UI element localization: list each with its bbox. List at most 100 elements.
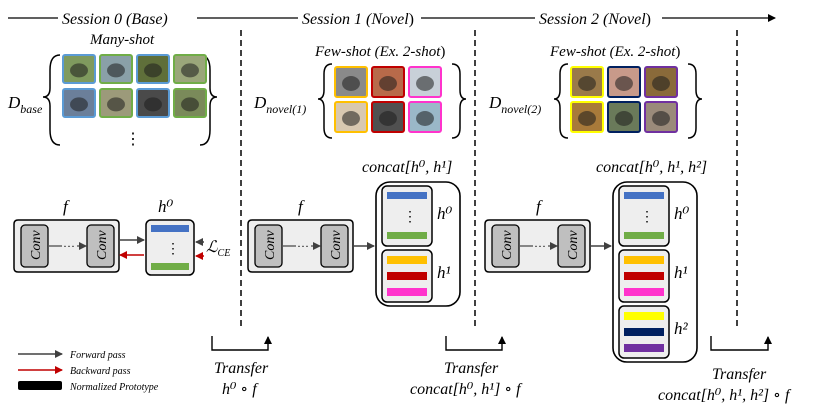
conv-dots-1: ··· [297, 239, 309, 253]
f-label-2: f [536, 197, 543, 216]
h1-label-2: h¹ [674, 263, 688, 282]
h0-label-2: h⁰ [674, 204, 690, 223]
prototype-bar-yellow [624, 312, 664, 320]
conv-box-0b [86, 224, 115, 268]
animal-silhouette [615, 76, 633, 91]
novel1-dataset: Few-shot (Ex. 2-shot) Dnovel(1) [253, 44, 467, 139]
animal-silhouette [70, 97, 88, 112]
session0-network: f Conv Conv ··· h⁰ ⋮ ℒCE [13, 197, 230, 276]
prototype-bar-pink [387, 288, 427, 296]
conv-box-2b [557, 224, 586, 268]
base-ellipsis: ⋮ [125, 131, 141, 148]
novel2-dataset: Few-shot (Ex. 2-shot) Dnovel(2) [488, 44, 703, 139]
animal-silhouette [107, 97, 125, 112]
transfer-label-1: Transfer [214, 360, 269, 377]
classifier-h0-block-2 [618, 185, 670, 247]
transfer-1: Transfer h⁰ ∘ f [211, 336, 272, 398]
f-label-0: f [63, 197, 70, 216]
novel1-brace-right [451, 63, 467, 139]
many-shot-title: Many-shot [89, 32, 155, 48]
conv-label-1a: Conv [263, 230, 278, 260]
novel1-image-grid [334, 66, 442, 133]
conv-label-0a: Conv [29, 230, 44, 260]
prototype-bar-green [624, 232, 664, 239]
novel2-set-label: Dnovel(2) [488, 93, 541, 116]
conv-box-2a [491, 224, 520, 268]
prototype-bar-red [387, 272, 427, 280]
novel2-image-grid [570, 66, 678, 133]
prototype-bar-pink [624, 288, 664, 296]
conv-box-1a [254, 224, 283, 268]
conv-dots-2: ··· [534, 239, 546, 253]
classifier-block-0 [145, 219, 195, 276]
classifier-h0-block-1 [381, 185, 433, 247]
prototype-bar-blue [624, 192, 664, 199]
animal-silhouette [181, 63, 199, 78]
concat-bracket-1 [375, 181, 461, 307]
session1-network: f Conv Conv ··· concat[h⁰, h¹] ⋮ h⁰ h¹ [247, 159, 461, 307]
conv-dots-0: ··· [63, 239, 75, 253]
prototype-bar-blue [387, 192, 427, 199]
base-dataset: Many-shot Dbase ⋮ [7, 32, 218, 148]
conv-box-1b [320, 224, 349, 268]
h0-label-1: h⁰ [437, 204, 453, 223]
concat-label-1: concat[h⁰, h¹] [362, 159, 452, 176]
h0-label-0: h⁰ [158, 197, 174, 216]
animal-silhouette [342, 111, 360, 126]
conv-label-2b: Conv [566, 230, 581, 260]
legend-forward-label: Forward pass [69, 350, 126, 361]
animal-silhouette [379, 111, 397, 126]
prototype-vdots-1: ⋮ [403, 210, 417, 225]
transfer-expr-2: concat[h⁰, h¹] ∘ f [410, 381, 523, 398]
legend-prototype-swatch [18, 381, 62, 390]
animal-silhouette [342, 76, 360, 91]
concat-label-2: concat[h⁰, h¹, h²] [596, 159, 707, 176]
animal-silhouette [144, 63, 162, 78]
base-image-grid [62, 54, 207, 118]
few-shot-title-1: Few-shot (Ex. 2-shot) [314, 44, 445, 60]
base-brace-left [42, 54, 61, 146]
prototype-bar-purple [624, 344, 664, 352]
novel1-set-label: Dnovel(1) [253, 93, 306, 116]
novel1-brace-left [317, 63, 333, 139]
animal-silhouette [615, 111, 633, 126]
prototype-vdots-2: ⋮ [640, 210, 654, 225]
animal-silhouette [578, 111, 596, 126]
animal-silhouette [652, 76, 670, 91]
prototype-bar-red [624, 272, 664, 280]
legend-prototype-label: Normalized Prototype [69, 382, 159, 393]
novel2-brace-right [687, 63, 703, 139]
base-brace-right [199, 54, 218, 146]
transfer-expr-3: concat[h⁰, h¹, h²] ∘ f [658, 387, 792, 404]
few-shot-title-2: Few-shot (Ex. 2-shot) [549, 44, 680, 60]
animal-silhouette [416, 76, 434, 91]
transfer-expr-1: h⁰ ∘ f [222, 381, 259, 398]
transfer-label-2: Transfer [444, 360, 499, 377]
animal-silhouette [70, 63, 88, 78]
animal-silhouette [379, 76, 397, 91]
conv-label-0b: Conv [95, 230, 110, 260]
prototype-vdots-0: ⋮ [166, 242, 180, 257]
animal-silhouette [181, 97, 199, 112]
prototype-bar-green [387, 232, 427, 239]
prototype-bar-blue [151, 225, 189, 232]
concat-bracket-2 [612, 181, 698, 363]
legend: Forward pass Backward pass Normalized Pr… [18, 350, 159, 393]
session-2-label: Session 2 (Novel) [539, 11, 651, 28]
conv-label-2a: Conv [500, 230, 515, 260]
session-0-label: Session 0 (Base) [62, 11, 168, 28]
prototype-bar-navy [624, 328, 664, 336]
transfer-3: Transfer concat[h⁰, h¹, h²] ∘ f [658, 336, 792, 404]
animal-silhouette [578, 76, 596, 91]
transfer-label-3: Transfer [712, 366, 767, 383]
animal-silhouette [416, 111, 434, 126]
session2-network: f Conv Conv ··· concat[h⁰, h¹, h²] ⋮ h⁰ … [484, 159, 707, 363]
h2-label-2: h² [674, 319, 689, 338]
prototype-bar-orange [624, 256, 664, 264]
loss-label: ℒCE [206, 239, 230, 259]
prototype-bar-green [151, 263, 189, 270]
prototype-bar-orange [387, 256, 427, 264]
base-set-label: Dbase [7, 93, 43, 116]
conv-box-0a [20, 224, 49, 268]
